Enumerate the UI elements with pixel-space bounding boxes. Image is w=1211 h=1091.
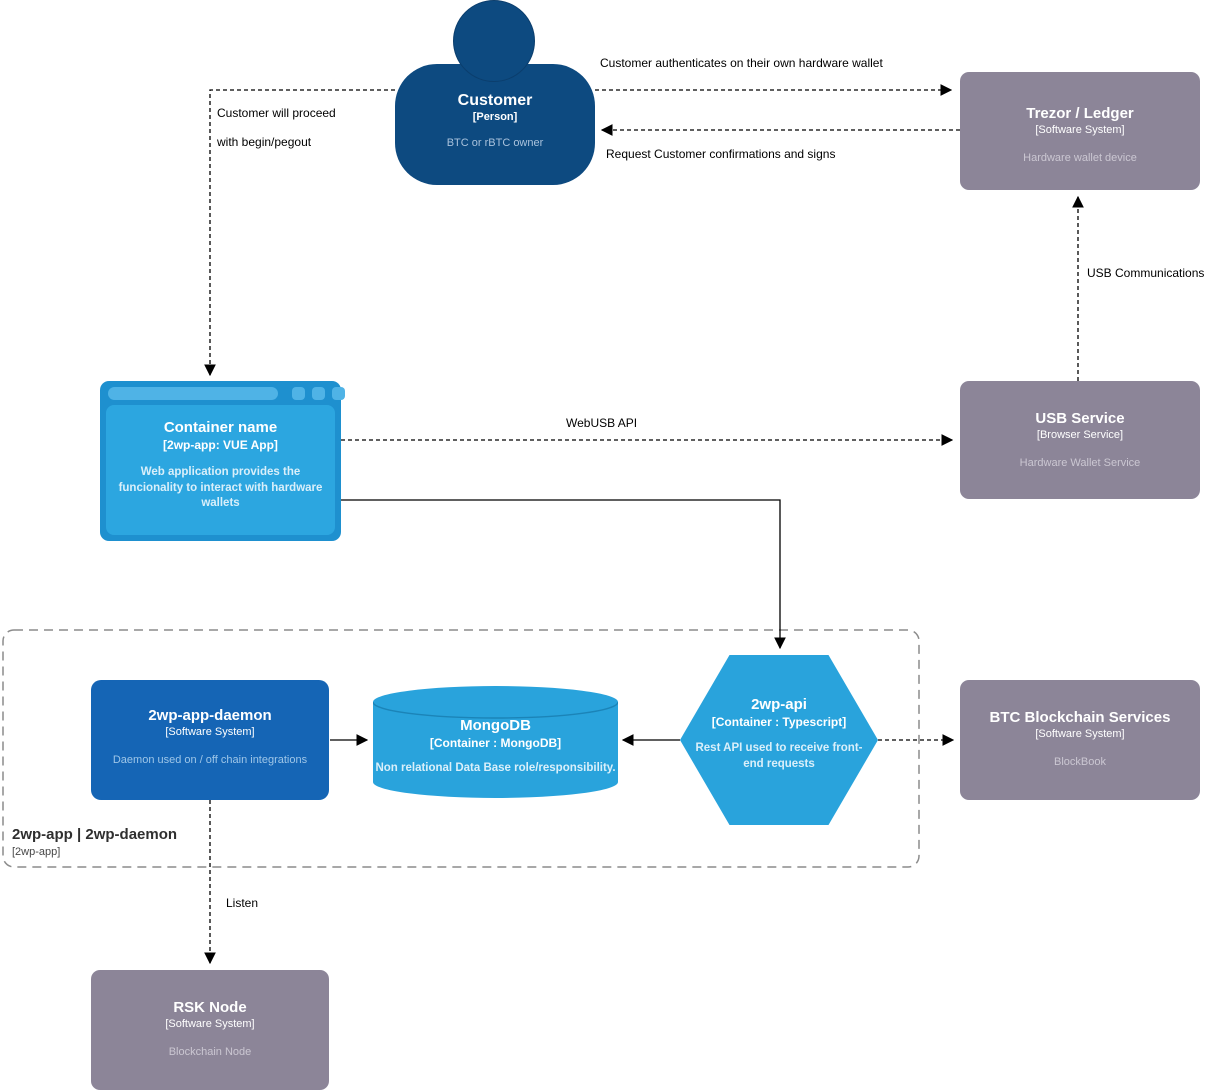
boundary-title: 2wp-app | 2wp-daemon	[12, 826, 178, 843]
edge-label-customer-trezor: Customer authenticates on their own hard…	[600, 56, 883, 70]
node-subtitle: [Software System]	[165, 726, 255, 738]
node-subtitle: [Software System]	[165, 1018, 255, 1030]
node-title: Trezor / Ledger	[1026, 105, 1134, 122]
edge-label-trezor-customer: Request Customer confirmations and signs	[606, 147, 836, 161]
node-description: Hardware wallet device	[1023, 151, 1137, 164]
browser-button-icon	[312, 387, 325, 400]
node-title: BTC Blockchain Services	[989, 709, 1171, 726]
boundary-subtitle: [2wp-app]	[12, 846, 61, 858]
node-description: Daemon used on / off chain integrations	[112, 753, 308, 766]
node-title: Customer	[457, 92, 533, 109]
edge-label-customer-webapp-line2: with begin/pegout	[217, 135, 312, 149]
browser-button-icon	[292, 387, 305, 400]
node-title: Container name	[163, 419, 278, 436]
browser-button-icon	[332, 387, 345, 400]
node-subtitle: [Container : MongoDB]	[429, 736, 562, 750]
rsk-node[interactable]: RSK Node [Software System] Blockchain No…	[91, 970, 329, 1090]
node-title: USB Service	[1035, 410, 1125, 427]
node-title: 2wp-app-daemon	[148, 707, 272, 724]
node-description: BlockBook	[1054, 755, 1106, 768]
person-head-icon	[453, 0, 535, 82]
node-subtitle: [Software System]	[1035, 728, 1125, 740]
browser-content-panel: Container name [2wp-app: VUE App] Web ap…	[106, 405, 335, 535]
node-description: Blockchain Node	[168, 1045, 252, 1058]
node-description: Rest API used to receive front-end reque…	[695, 742, 863, 770]
node-description: BTC or rBTC owner	[446, 137, 544, 150]
mongodb-node[interactable]: MongoDB [Container : MongoDB] Non relati…	[373, 686, 618, 798]
node-subtitle: [2wp-app: VUE App]	[163, 438, 278, 452]
btc-blockchain-services-node[interactable]: BTC Blockchain Services [Software System…	[960, 680, 1200, 800]
edge-label-customer-webapp-line1: Customer will proceed	[217, 106, 336, 120]
node-subtitle: [Browser Service]	[1036, 429, 1124, 441]
node-title: 2wp-api	[751, 696, 807, 713]
node-title: RSK Node	[173, 999, 247, 1016]
trezor-ledger-node[interactable]: Trezor / Ledger [Software System] Hardwa…	[960, 72, 1200, 190]
browser-address-bar-icon	[108, 387, 278, 400]
edge-webapp-api[interactable]	[341, 499, 786, 650]
node-subtitle: [Container : Typescript]	[711, 715, 847, 729]
2wp-app-daemon-node[interactable]: 2wp-app-daemon [Software System] Daemon …	[91, 680, 329, 800]
node-description: Non relational Data Base role/responsibi…	[375, 762, 616, 775]
node-subtitle: [Software System]	[1035, 124, 1125, 136]
2wp-api-node[interactable]: 2wp-api [Container : Typescript] Rest AP…	[680, 655, 878, 825]
browser-chrome	[106, 387, 345, 405]
edge-label-usb-communications: USB Communications	[1087, 266, 1205, 280]
edge-customer-webapp[interactable]	[204, 89, 395, 377]
customer-node[interactable]: Customer [Person] BTC or rBTC owner	[395, 64, 595, 185]
node-title: MongoDB	[460, 717, 531, 734]
node-description: Web application provides the funcionalit…	[118, 466, 323, 510]
edge-label-webusb-api: WebUSB API	[566, 416, 638, 430]
edge-label-listen: Listen	[226, 896, 259, 910]
usb-service-node[interactable]: USB Service [Browser Service] Hardware W…	[960, 381, 1200, 499]
node-subtitle: [Person]	[472, 111, 518, 124]
webapp-container-node[interactable]: Container name [2wp-app: VUE App] Web ap…	[100, 381, 345, 541]
node-description: Hardware Wallet Service	[1019, 456, 1141, 469]
